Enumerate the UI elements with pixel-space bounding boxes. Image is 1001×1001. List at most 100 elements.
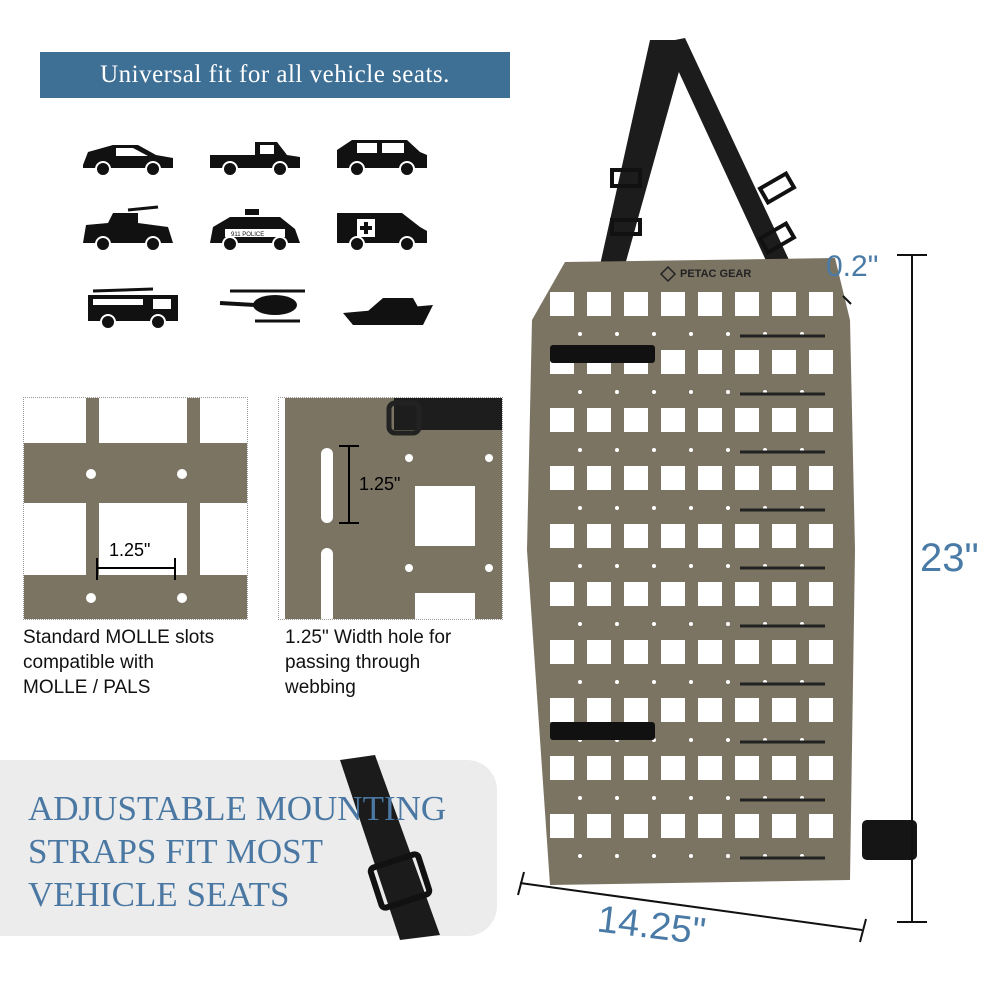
molle-slot xyxy=(772,698,796,722)
mount-hole xyxy=(652,390,656,394)
mount-hole xyxy=(689,680,693,684)
buckle-icon xyxy=(757,170,797,206)
webbing-hole-detail: 1.25" xyxy=(278,397,503,620)
svg-text:911 POLICE: 911 POLICE xyxy=(231,232,264,238)
straps-text-line: STRAPS FIT MOST xyxy=(28,832,324,871)
mount-hole xyxy=(689,564,693,568)
molle-slot xyxy=(809,582,833,606)
molle-slot xyxy=(772,640,796,664)
molle-slot xyxy=(624,814,648,838)
molle-slot xyxy=(698,756,722,780)
ambulance-icon xyxy=(332,205,432,255)
mount-hole xyxy=(615,332,619,336)
molle-slot xyxy=(698,350,722,374)
mount-hole xyxy=(652,796,656,800)
molle-slot xyxy=(809,698,833,722)
mount-hole xyxy=(689,390,693,394)
mount-hole xyxy=(726,680,730,684)
straps-text: ADJUSTABLE MOUNTING STRAPS FIT MOST VEHI… xyxy=(28,787,446,916)
molle-slot xyxy=(587,292,611,316)
molle-slot xyxy=(661,292,685,316)
molle-slot xyxy=(550,640,574,664)
molle-slot xyxy=(587,524,611,548)
height-label: 23" xyxy=(920,536,979,580)
molle-slot xyxy=(772,292,796,316)
molle-slot xyxy=(550,756,574,780)
mount-hole xyxy=(726,448,730,452)
mount-hole xyxy=(578,680,582,684)
mount-hole xyxy=(652,622,656,626)
molle-slot xyxy=(661,814,685,838)
mounting-strap-image xyxy=(340,755,440,940)
molle-slot xyxy=(698,524,722,548)
molle-slot xyxy=(550,466,574,490)
mount-hole xyxy=(615,680,619,684)
pickup-truck-icon xyxy=(205,130,305,180)
hanging-strap-right xyxy=(665,38,790,265)
mount-hole xyxy=(652,332,656,336)
molle-slot xyxy=(698,408,722,432)
caption-line: MOLLE / PALS xyxy=(23,677,151,698)
mount-hole xyxy=(578,448,582,452)
molle-slot xyxy=(550,292,574,316)
molle-slot xyxy=(809,524,833,548)
molle-slot xyxy=(698,582,722,606)
mount-hole xyxy=(689,854,693,858)
molle-slot xyxy=(809,640,833,664)
caption-line: compatible with xyxy=(23,652,154,673)
velcro-strap xyxy=(550,345,655,363)
molle-slot xyxy=(772,466,796,490)
molle-slot xyxy=(624,640,648,664)
molle-slot xyxy=(661,408,685,432)
helicopter-icon xyxy=(215,283,315,333)
molle-slot xyxy=(587,640,611,664)
molle-slot xyxy=(587,408,611,432)
sedan-icon xyxy=(78,130,178,180)
molle-slot xyxy=(550,814,574,838)
slot-width-label: 1.25" xyxy=(109,540,151,560)
mount-hole xyxy=(689,796,693,800)
mount-hole xyxy=(578,854,582,858)
molle-slot xyxy=(809,292,833,316)
webbing-caption: 1.25" Width hole for passing through web… xyxy=(285,625,451,700)
mount-hole xyxy=(726,738,730,742)
molle-slot xyxy=(698,814,722,838)
buckle-icon xyxy=(610,168,642,188)
mount-hole xyxy=(615,854,619,858)
mount-hole xyxy=(615,448,619,452)
molle-slot xyxy=(698,640,722,664)
mount-hole xyxy=(615,390,619,394)
mount-hole xyxy=(689,506,693,510)
mount-hole xyxy=(615,506,619,510)
molle-slot xyxy=(587,582,611,606)
caption-line: passing through xyxy=(285,652,421,673)
molle-slot xyxy=(661,524,685,548)
mount-hole xyxy=(578,332,582,336)
police-car-icon: 911 POLICE xyxy=(205,205,305,255)
side-buckle xyxy=(862,820,917,860)
mount-hole xyxy=(615,622,619,626)
mount-hole xyxy=(726,622,730,626)
molle-slot xyxy=(550,408,574,432)
mount-hole xyxy=(689,738,693,742)
mount-hole xyxy=(726,564,730,568)
brand-logo-icon xyxy=(659,265,677,283)
molle-slot xyxy=(809,466,833,490)
banner: Universal fit for all vehicle seats. xyxy=(40,52,510,98)
molle-slot xyxy=(735,466,759,490)
mount-hole xyxy=(726,390,730,394)
molle-slot xyxy=(661,640,685,664)
molle-slot xyxy=(809,408,833,432)
molle-slot xyxy=(661,756,685,780)
mount-hole xyxy=(726,796,730,800)
molle-slot xyxy=(735,814,759,838)
mount-hole xyxy=(652,680,656,684)
molle-caption: Standard MOLLE slots compatible with MOL… xyxy=(23,625,214,700)
molle-slot xyxy=(772,814,796,838)
molle-slot xyxy=(772,350,796,374)
molle-slot xyxy=(587,466,611,490)
mount-hole xyxy=(689,622,693,626)
molle-slot xyxy=(661,350,685,374)
caption-line: 1.25" Width hole for xyxy=(285,627,452,648)
mount-hole xyxy=(578,390,582,394)
